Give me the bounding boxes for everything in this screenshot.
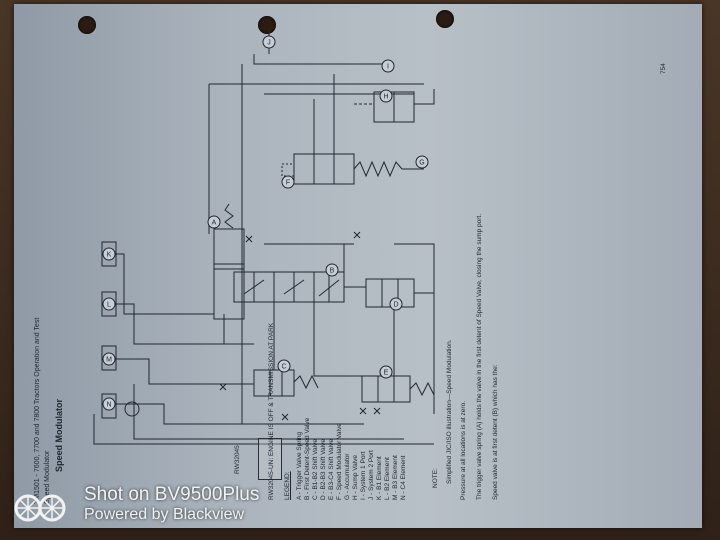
notes-paragraph-2: The trigger valve spring (A) holds the v… <box>476 213 483 500</box>
legend-item-l: L - B2 Element <box>384 457 391 500</box>
circle-text-k: K <box>107 252 112 259</box>
label-circle-k <box>102 247 116 261</box>
circle-text-d: D <box>393 302 398 309</box>
legend-item-i: I - System 1 Port <box>360 451 367 500</box>
label-circle-b <box>325 263 339 277</box>
binder-hole-middle <box>258 16 276 34</box>
circle-text-b: B <box>330 268 335 275</box>
label-circle-f <box>281 175 295 189</box>
legend-item-h: H - Sump Valve <box>352 454 359 500</box>
circle-text-h: H <box>383 94 388 101</box>
label-circle-g <box>415 155 429 169</box>
label-circle-n <box>102 397 116 411</box>
figure-caption: RW32045-UN: ENGINE IS OFF & TRANSMISSION… <box>268 322 275 500</box>
legend-item-m: M - B3 Element <box>392 455 399 500</box>
legend-item-k: K - B1 Element <box>376 456 383 500</box>
label-circle-d <box>389 297 403 311</box>
page-number: 754 <box>660 63 667 74</box>
legend-item-n: N - C4 Element <box>400 455 407 500</box>
circle-text-m: M <box>106 357 112 364</box>
circle-text-j: J <box>267 40 271 47</box>
legend-item-j: J - System 2 Port <box>368 450 375 500</box>
circle-text-g: G <box>419 160 424 167</box>
circle-text-n: N <box>106 402 111 409</box>
note-label: NOTE: <box>432 468 439 488</box>
hydraulic-schematic: N M L K A B C D E F G H I J <box>93 29 435 445</box>
watermark-line-1: Shot on BV9500Plus <box>84 484 260 505</box>
legend-item-g: G - Accumulator <box>344 453 351 500</box>
circle-text-f: F <box>286 180 290 187</box>
circle-text-l: L <box>107 302 111 309</box>
label-circle-i <box>381 59 395 73</box>
circle-text-i: I <box>387 64 389 71</box>
legend-item-a: A - Trigger Valve Spring <box>296 431 303 500</box>
legend-item-d: D - B2-B3 Shift Valve <box>320 439 327 500</box>
binder-hole-right <box>436 10 454 28</box>
label-circle-h <box>379 89 393 103</box>
note-text: Simplified JIC/ISO illustration—Speed Mo… <box>446 339 453 484</box>
label-circle-c <box>277 359 291 373</box>
label-circle-e <box>379 365 393 379</box>
figure-code-box <box>258 438 282 480</box>
watermark-line-2: Powered by Blackview <box>84 506 245 523</box>
legend-title: LEGEND: <box>284 471 291 500</box>
notes-paragraph-3: Speed valve is at first detent (B) which… <box>492 364 499 500</box>
legend-item-b: B - First Detent-Speed Valve <box>304 417 311 500</box>
binder-hole-left <box>78 16 96 34</box>
legend-item-e: E - B3-C4 Shift Valve <box>328 439 335 500</box>
legend-item-f: F - Speed Modulator Valve <box>336 423 343 500</box>
label-circle-j <box>262 35 276 49</box>
circle-text-c: C <box>281 364 286 371</box>
legend-item-c: C - B1-B2 Shift Valve <box>312 439 319 500</box>
notes-paragraph-1: Pressure at all locations is at zero. <box>460 401 467 500</box>
circle-text-e: E <box>384 370 389 377</box>
lens-logo-icon <box>14 494 66 522</box>
paper-sheet: TM1501 - 7600, 7700 and 7800 Tractors Op… <box>14 4 702 528</box>
label-circle-l <box>102 297 116 311</box>
label-circle-a <box>207 215 221 229</box>
label-circle-m <box>102 352 116 366</box>
figure-code: RW32045 <box>234 445 241 474</box>
circle-text-a: A <box>212 220 217 227</box>
